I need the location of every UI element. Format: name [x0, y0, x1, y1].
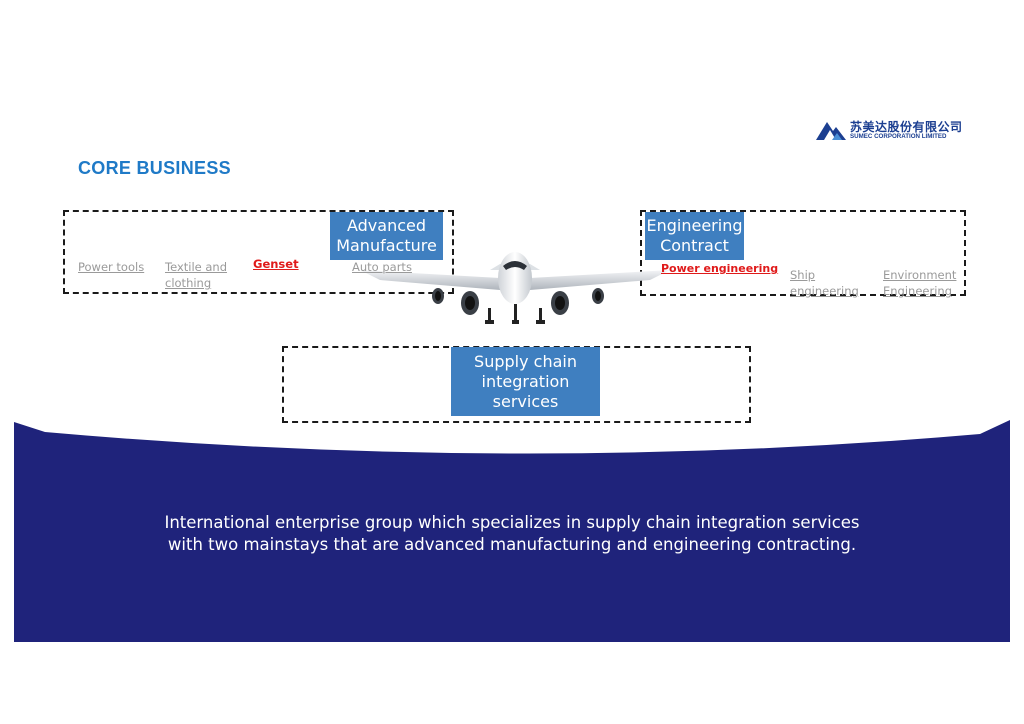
- page-title: CORE BUSINESS: [78, 158, 231, 178]
- engineering-contract-label: Engineering Contract: [645, 212, 744, 260]
- background-wave-band: [14, 420, 1010, 642]
- link-power-tools[interactable]: Power tools: [78, 260, 145, 274]
- mountain-logo-icon: [816, 122, 846, 140]
- caption-line-2: with two mainstays that are advanced man…: [167, 535, 857, 554]
- link-textile-and-clothing[interactable]: Textile and clothing: [165, 260, 228, 290]
- link-ship-engineering[interactable]: Ship engineering: [790, 268, 859, 298]
- supply-chain-label: Supply chain integration services: [451, 347, 600, 416]
- link-environment-engineering[interactable]: Environment Engineering: [883, 268, 957, 298]
- caption-line-1: International enterprise group which spe…: [164, 513, 860, 532]
- advanced-manufacture-label: Advanced Manufacture: [330, 212, 443, 260]
- logo-english-name: SUMEC CORPORATION LIMITED: [850, 133, 947, 140]
- link-auto-parts[interactable]: Auto parts: [352, 260, 412, 274]
- link-genset[interactable]: Genset: [253, 257, 299, 271]
- company-logo: 苏美达股份有限公司 SUMEC CORPORATION LIMITED: [816, 116, 966, 144]
- summary-caption: International enterprise group which spe…: [0, 512, 1024, 556]
- engineering-contract-group: [640, 210, 966, 296]
- link-power-engineering[interactable]: Power engineering: [661, 262, 779, 275]
- airplane-icon: [360, 252, 670, 324]
- logo-chinese-name: 苏美达股份有限公司: [850, 120, 963, 134]
- advanced-manufacture-group: [63, 210, 454, 294]
